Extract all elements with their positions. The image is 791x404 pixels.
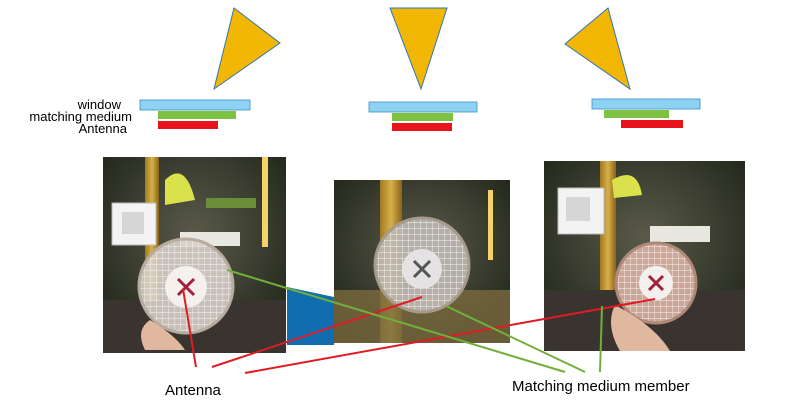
matching-layer-right xyxy=(604,110,669,118)
label-matching-medium: matching medium xyxy=(29,109,132,124)
antenna-callout-line-3 xyxy=(244,298,656,374)
matching-layer-center xyxy=(392,113,453,121)
antenna-callout-line-1 xyxy=(182,288,197,368)
antenna-layer-center xyxy=(392,123,452,131)
window-layer-left xyxy=(139,99,251,111)
photo-right xyxy=(544,161,745,351)
label-antenna-layer: Antenna xyxy=(79,121,128,136)
callout-antenna: Antenna xyxy=(165,382,222,399)
window-layer-center xyxy=(368,101,478,113)
matching-callout-line-3 xyxy=(599,305,603,373)
horn-left xyxy=(213,7,281,91)
horn-center xyxy=(389,7,448,91)
antenna-layer-right xyxy=(621,120,683,128)
antenna-layer-left xyxy=(158,121,218,129)
matching-callout-line-1 xyxy=(226,269,566,373)
antenna-callout-line-2 xyxy=(211,296,423,368)
photo-left xyxy=(103,157,286,353)
label-window: window xyxy=(77,97,122,112)
matching-callout-line-2 xyxy=(445,305,586,373)
matching-layer-left xyxy=(158,111,236,119)
window-layer-right xyxy=(591,98,701,110)
callout-matching-medium-member: Matching medium member xyxy=(512,378,690,395)
horn-right xyxy=(564,7,631,91)
